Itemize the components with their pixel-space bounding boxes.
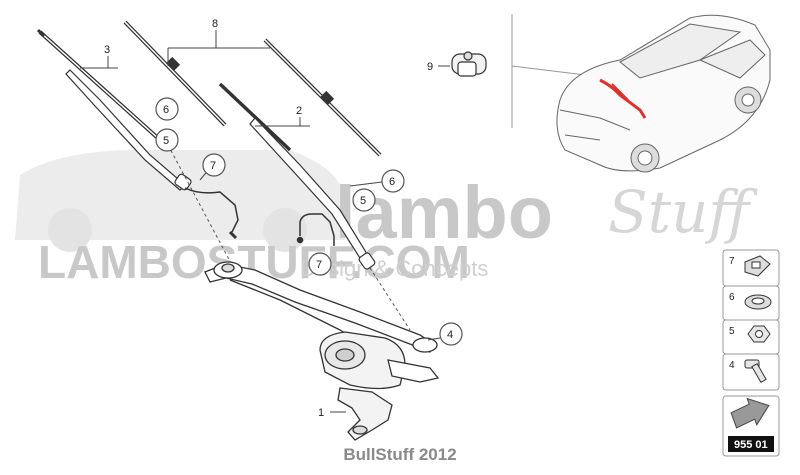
wiper-linkage-assembly: [204, 261, 440, 441]
wiper-arm-right: [218, 82, 376, 270]
illustration-code-badge: [728, 397, 774, 452]
footer-credit: BullStuff 2012: [343, 445, 457, 464]
callout-4: 4: [447, 329, 453, 341]
callout-6-right: 6: [389, 176, 395, 188]
nut-icon: [747, 325, 771, 343]
callout-9: 9: [427, 61, 433, 73]
callout-7-left: 7: [210, 160, 216, 172]
watermark-brand: lambo: [335, 171, 553, 254]
locator-vehicle: [511, 14, 771, 173]
bolt-icon: [744, 359, 767, 383]
callout-3: 3: [104, 44, 110, 56]
rain-sensor-part: [451, 51, 487, 77]
locator-highlight: [599, 78, 647, 119]
callout-6-left: 6: [163, 104, 169, 116]
callout-leader-lines: [80, 47, 450, 413]
watermark-tagline: Design & Concepts: [300, 256, 488, 281]
watermark-car-silhouette: [15, 150, 345, 252]
callout-5-right: 5: [360, 195, 366, 207]
illustration-code: 955 01: [734, 439, 768, 451]
callout-7-right: 7: [316, 259, 322, 271]
callout-circles: [155, 97, 463, 346]
washer-hose-left: [184, 187, 239, 240]
wiper-blade-left: [36, 28, 162, 142]
wiper-arm-left: [65, 69, 192, 191]
legend-item-7: 7: [729, 256, 735, 267]
callout-1: 1: [318, 407, 324, 419]
legend-item-6: 6: [729, 292, 735, 303]
callout-8: 8: [212, 18, 218, 30]
clip-icon: [744, 255, 771, 277]
washer-hose-right: [296, 213, 335, 246]
assembly-guide-lines: [167, 144, 411, 331]
wiper-blade-middle: [123, 20, 227, 127]
watermark-brand-script: Stuff: [608, 178, 758, 246]
hardware-legend: [722, 249, 780, 457]
legend-item-5: 5: [729, 326, 735, 337]
callout-2: 2: [296, 105, 302, 117]
wiper-blade-right: [263, 38, 382, 157]
callout-5-left: 5: [163, 135, 169, 147]
legend-item-4: 4: [729, 360, 735, 371]
grommet-icon: [744, 294, 772, 310]
